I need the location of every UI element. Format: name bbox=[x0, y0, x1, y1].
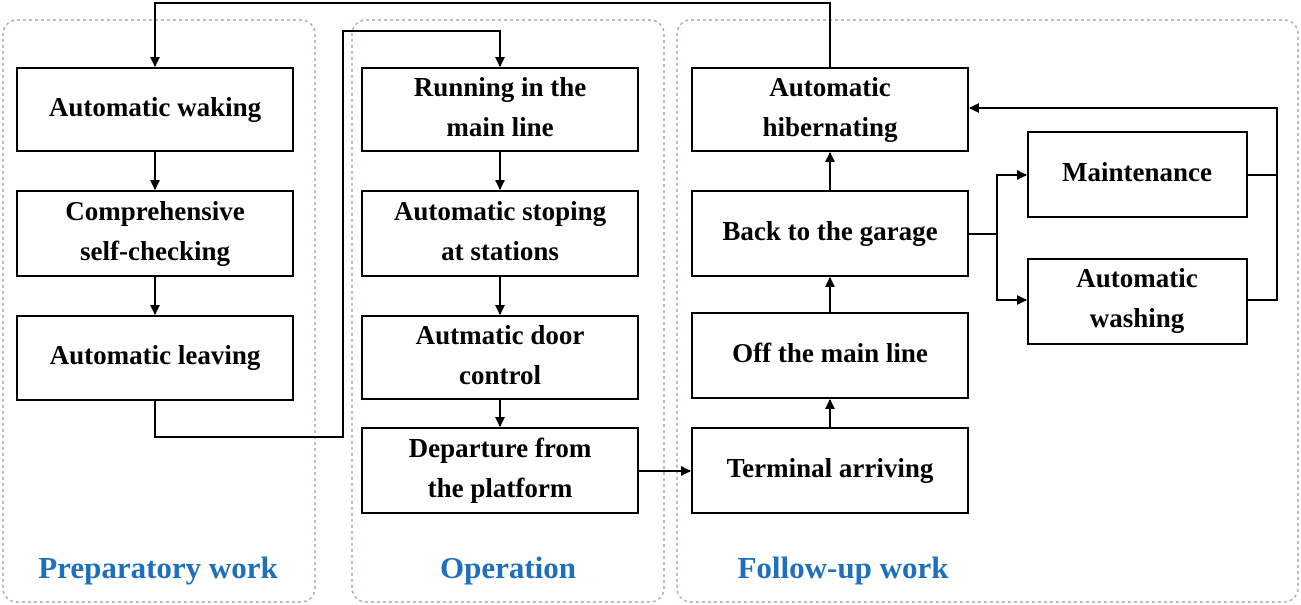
node-label-line: Departure from bbox=[409, 433, 592, 463]
node-label-line: Automatic bbox=[1076, 263, 1197, 293]
group-preparatory-work bbox=[2, 19, 316, 603]
arrow-leaving-to-running bbox=[154, 30, 505, 438]
node-label-line: Terminal arriving bbox=[727, 453, 934, 483]
node-label-line: self-checking bbox=[80, 236, 230, 266]
node-running-in-main-line: Running in the main line bbox=[361, 67, 639, 152]
svg-text:Automatic leaving: Automatic leaving bbox=[50, 340, 261, 370]
node-automatic-door-control: Autmatic door control bbox=[361, 315, 639, 400]
node-off-main-line: Off the main line bbox=[691, 312, 969, 399]
node-departure-from-platform: Departure from the platform bbox=[361, 427, 639, 514]
node-maintenance: Maintenance bbox=[1027, 131, 1248, 218]
svg-text:Terminal arriving: Terminal arriving bbox=[727, 453, 934, 483]
node-label-line: the platform bbox=[428, 473, 573, 503]
node-label-line: at stations bbox=[441, 236, 559, 266]
node-automatic-waking: Automatic waking bbox=[16, 67, 294, 152]
node-label-line: washing bbox=[1090, 303, 1185, 333]
node-label-line: Running in the bbox=[414, 72, 587, 102]
node-label-line: hibernating bbox=[762, 112, 898, 142]
svg-text:Back to the garage: Back to the garage bbox=[722, 216, 937, 246]
node-automatic-stopping: Automatic stoping at stations bbox=[361, 190, 639, 277]
arrow-garage-to-washing bbox=[996, 234, 1027, 305]
node-automatic-leaving: Automatic leaving bbox=[16, 315, 294, 401]
arrow-hibernating-to-waking bbox=[150, 2, 831, 68]
group-operation bbox=[351, 19, 665, 603]
node-automatic-washing: Automatic washing bbox=[1027, 258, 1248, 345]
group-title-followup: Follow-up work bbox=[738, 550, 950, 585]
node-label-line: Back to the garage bbox=[722, 216, 937, 246]
node-terminal-arriving: Terminal arriving bbox=[691, 427, 969, 514]
node-label-line: Autmatic door bbox=[416, 320, 585, 350]
node-label-line: Comprehensive bbox=[65, 196, 245, 226]
node-label-line: Off the main line bbox=[732, 338, 928, 368]
node-label-line: Maintenance bbox=[1062, 157, 1212, 187]
node-label-line: main line bbox=[446, 112, 553, 142]
node-label-line: Automatic leaving bbox=[50, 340, 261, 370]
node-back-to-garage: Back to the garage bbox=[691, 190, 969, 277]
group-title-preparatory: Preparatory work bbox=[38, 550, 278, 585]
group-follow-up-work bbox=[676, 19, 1299, 603]
svg-text:Maintenance: Maintenance bbox=[1062, 157, 1212, 187]
node-label-line: Automatic bbox=[769, 72, 890, 102]
group-title-operation: Operation bbox=[440, 550, 576, 585]
node-label-line: control bbox=[459, 360, 541, 390]
svg-text:Off the main line: Off the main line bbox=[732, 338, 928, 368]
arrow-maintenance-washing-to-hibernating bbox=[969, 103, 1278, 176]
connector-washing-return bbox=[1247, 175, 1278, 301]
node-comprehensive-self-checking: Comprehensive self-checking bbox=[16, 190, 294, 277]
svg-text:Automatic waking: Automatic waking bbox=[49, 92, 262, 122]
arrow-garage-to-maintenance bbox=[968, 170, 1027, 235]
node-label-line: Automatic waking bbox=[49, 92, 262, 122]
node-automatic-hibernating: Automatic hibernating bbox=[691, 67, 969, 152]
node-label-line: Automatic stoping bbox=[394, 196, 607, 226]
